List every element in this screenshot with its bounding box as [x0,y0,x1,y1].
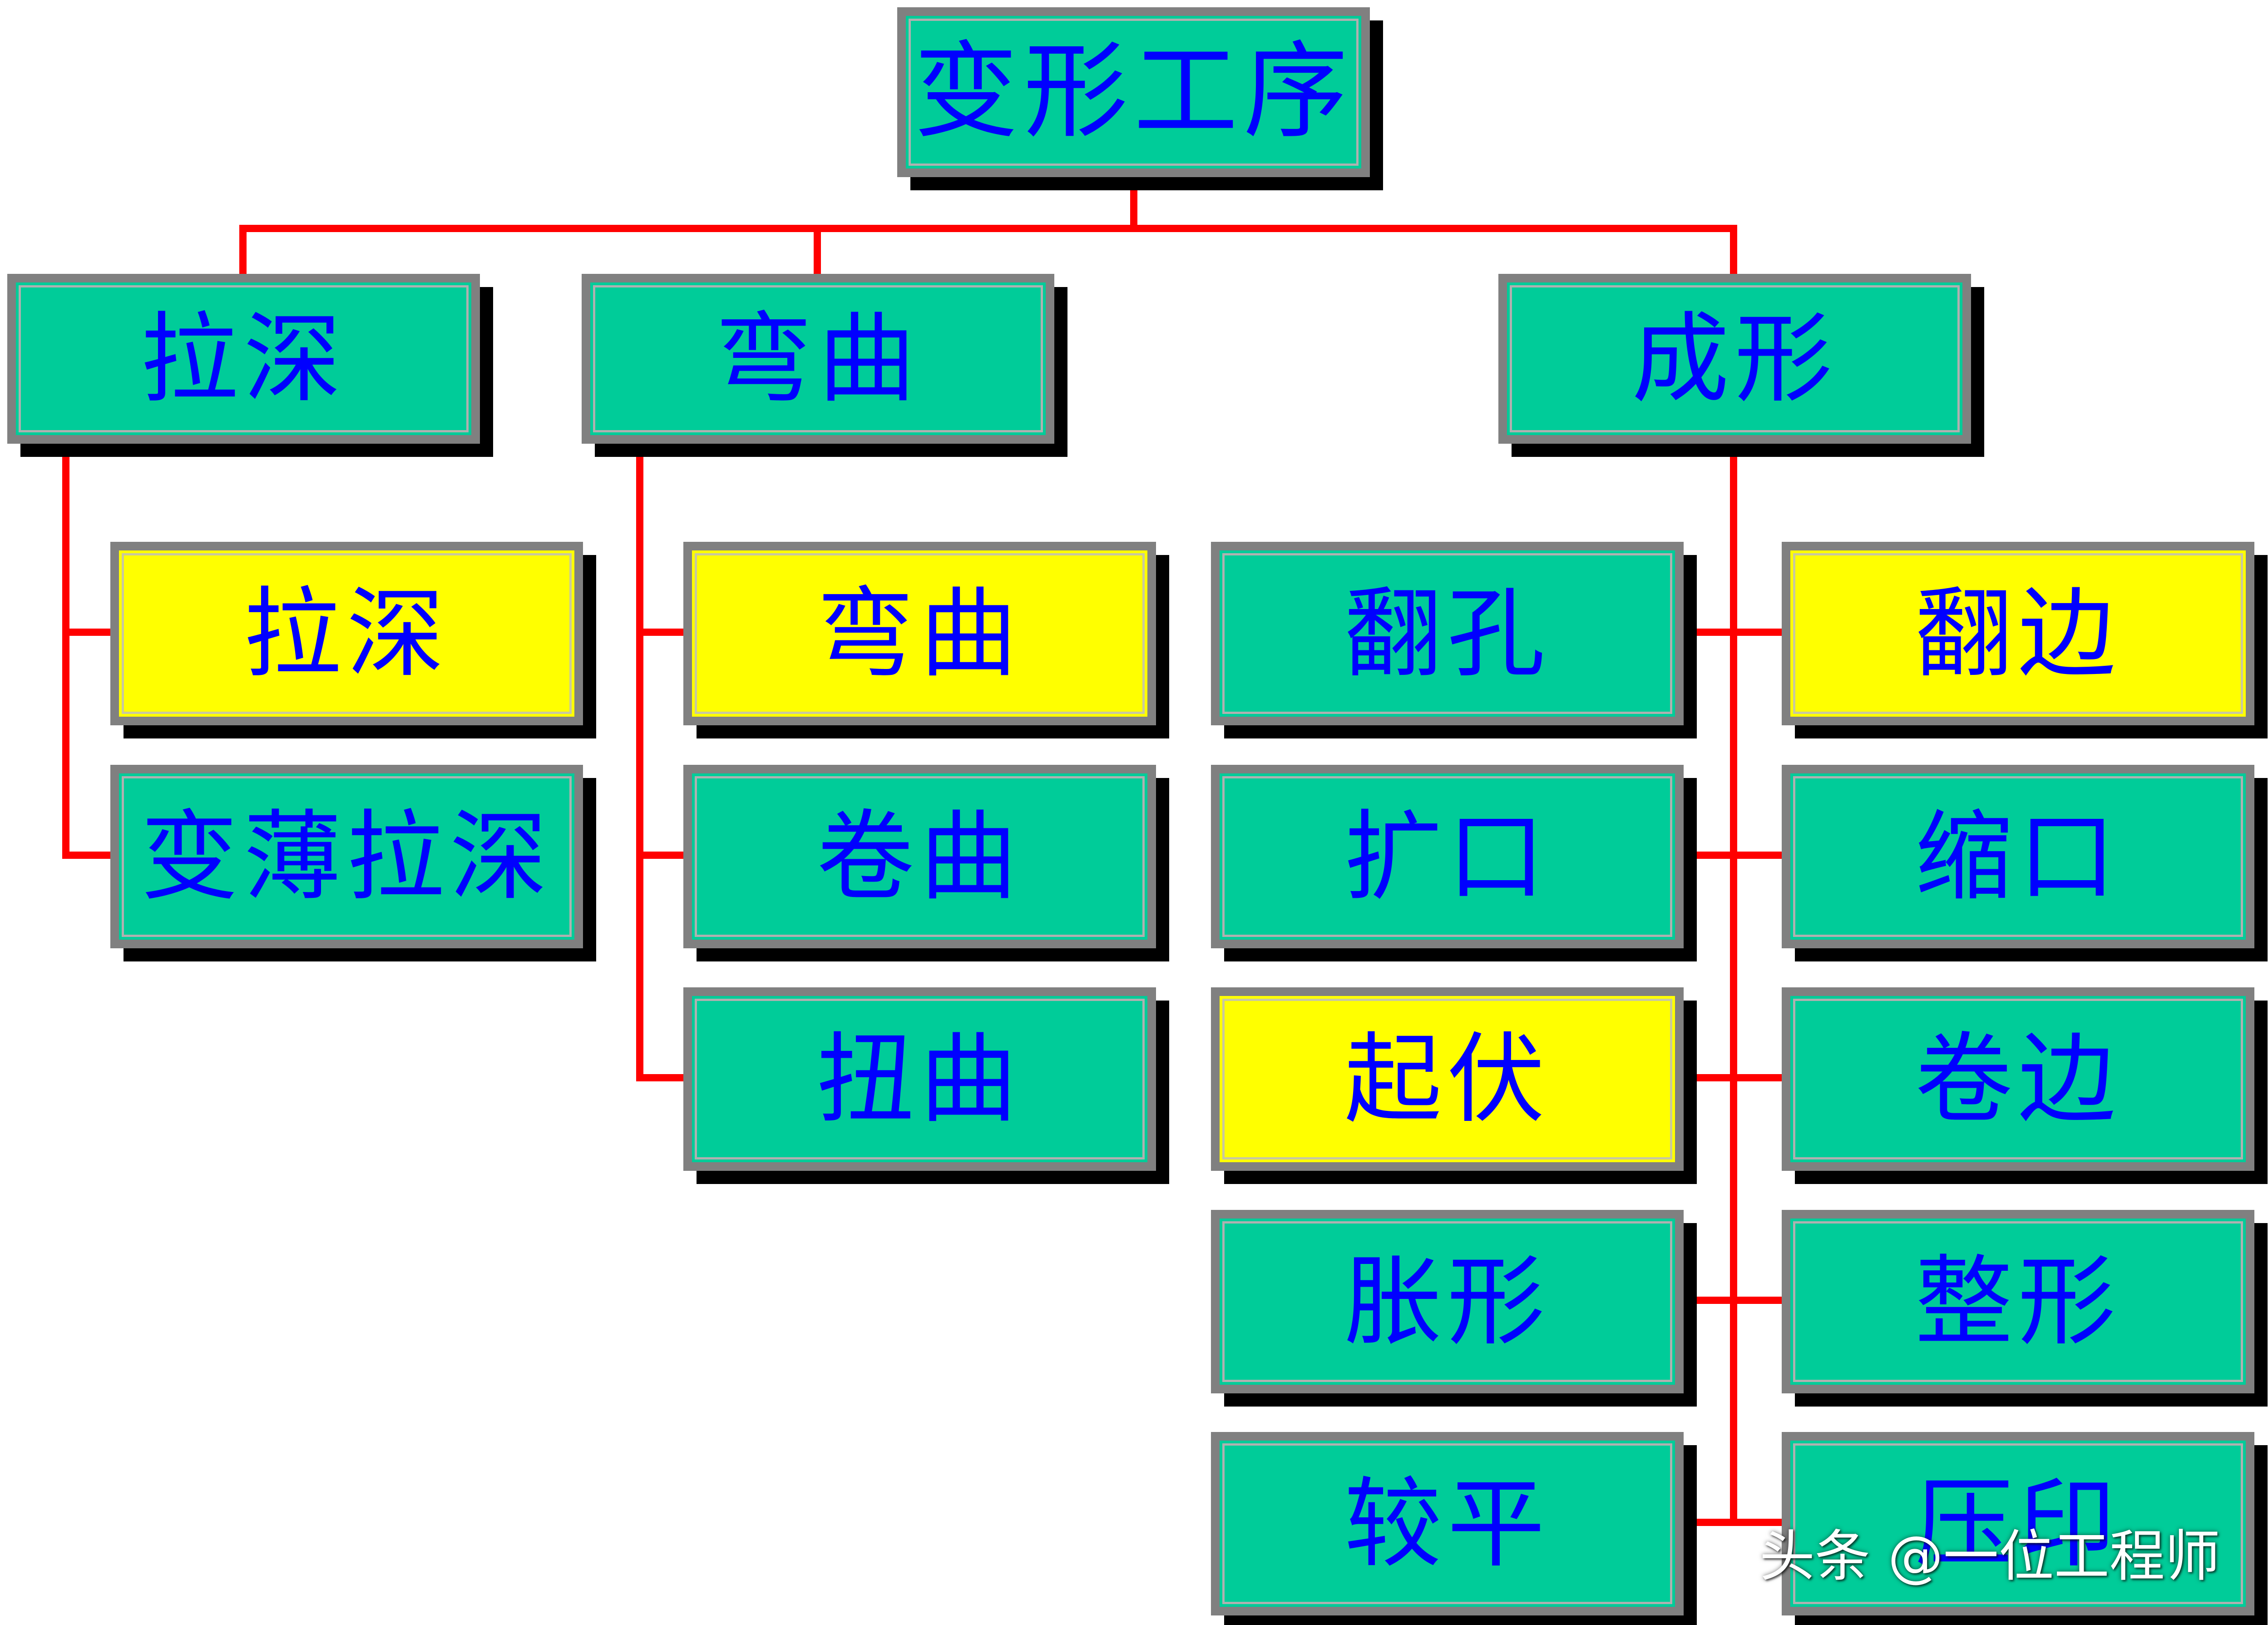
root-node: 变形工序 [897,7,1370,177]
group-node-1: 拉深 [7,274,480,444]
child-node-3-left-2: 扩口 [1211,765,1684,948]
child-node-3-right-2: 缩口 [1782,765,2254,948]
child-node-3-left-1: 翻孔 [1211,542,1684,725]
child-node-3-left-3: 起伏 [1211,987,1684,1171]
child-node-3-right-3: 卷边 [1782,987,2254,1171]
child-node-3-left-4: 胀形 [1211,1210,1684,1393]
watermark-text: 头条 @一位工程师 [1759,1524,2220,1589]
group-node-2: 弯曲 [582,274,1054,444]
child-node-3-right-5: 压印 [1782,1432,2254,1615]
child-node-3-left-5: 较平 [1211,1432,1684,1615]
child-node-3-right-4: 整形 [1782,1210,2254,1393]
child-node-3-right-1: 翻边 [1782,542,2254,725]
child-node-2-3: 扭曲 [683,987,1156,1171]
child-node-2-1: 弯曲 [683,542,1156,725]
group-node-3: 成形 [1498,274,1971,444]
child-node-2-2: 卷曲 [683,765,1156,948]
child-node-1-2: 变薄拉深 [110,765,583,948]
child-node-1-1: 拉深 [110,542,583,725]
